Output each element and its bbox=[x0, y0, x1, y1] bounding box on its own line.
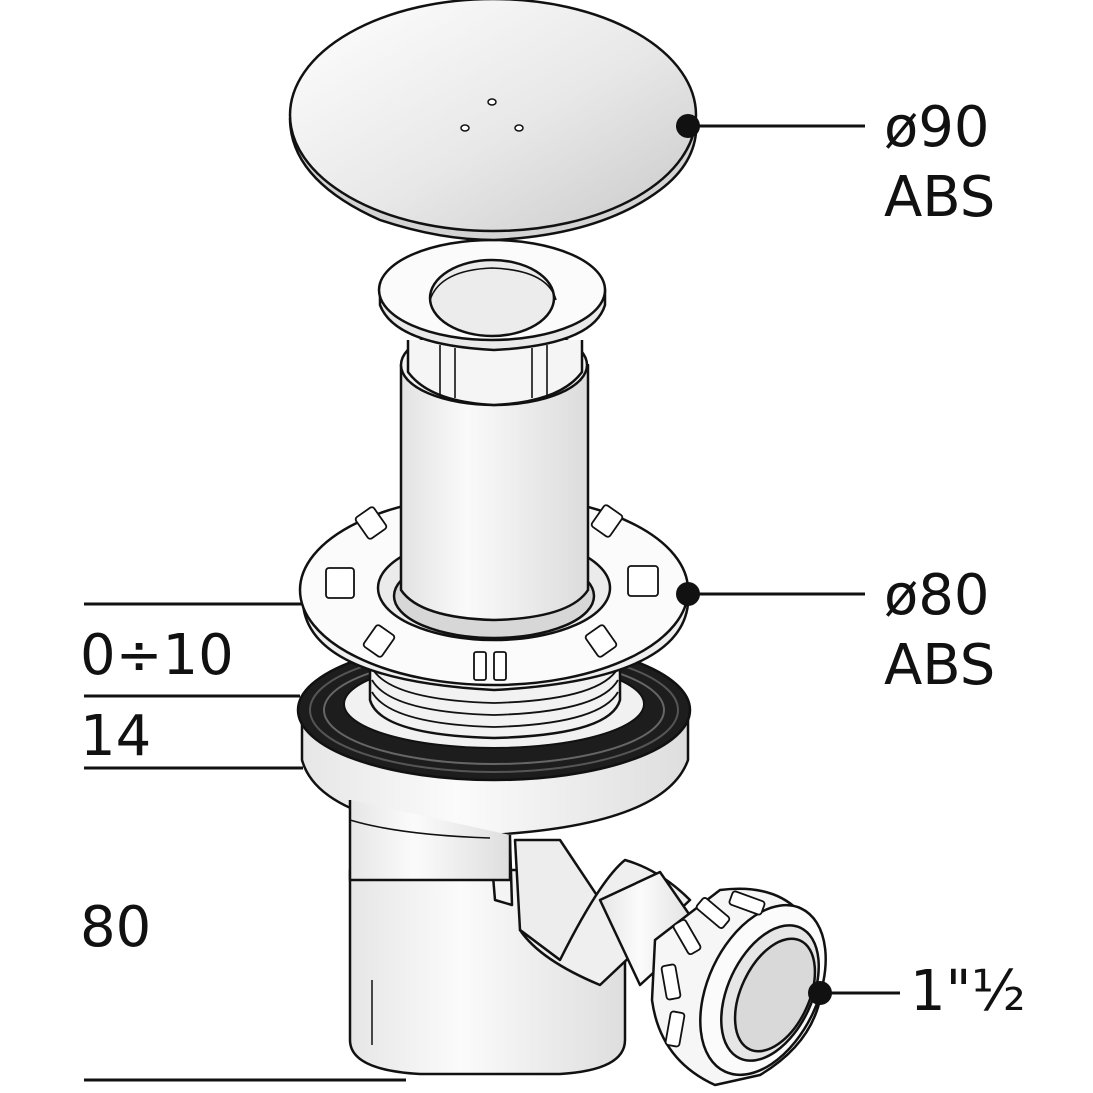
dim-adjustable-label: 0÷10 bbox=[80, 623, 234, 688]
flange-diameter-label: ø80 bbox=[884, 563, 990, 628]
cover-material-label: ABS bbox=[884, 165, 996, 230]
cover-plate bbox=[288, 0, 698, 242]
dim-gasket-height-label: 14 bbox=[80, 704, 152, 769]
flange-material-label: ABS bbox=[884, 633, 996, 698]
dim-body-height-label: 80 bbox=[80, 895, 152, 960]
leader-dot-outlet bbox=[808, 981, 832, 1005]
central-tube bbox=[399, 323, 590, 622]
dimension-lines bbox=[84, 602, 406, 1082]
outlet-nut bbox=[650, 887, 827, 1087]
callout-leaders bbox=[676, 114, 900, 1005]
leader-dot-flange bbox=[676, 582, 700, 606]
cover-diameter-label: ø90 bbox=[884, 95, 990, 160]
leader-dot-cover bbox=[676, 114, 700, 138]
grate-ring bbox=[377, 238, 607, 352]
outlet-size-label: 1"½ bbox=[910, 959, 1026, 1024]
